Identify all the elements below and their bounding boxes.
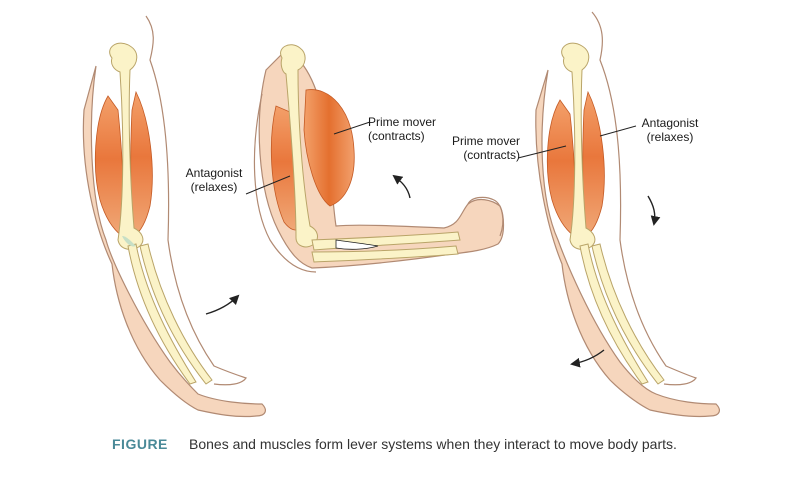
leader-prime-mover-middle — [333, 121, 371, 135]
right-ulna — [591, 243, 665, 385]
left-arm-extended — [82, 15, 266, 418]
prime-mover-right-label: Prime mover (contracts) — [440, 134, 520, 162]
right-antagonist-muscle — [582, 90, 605, 237]
left-ulna — [139, 243, 213, 385]
right-prime-mover-muscle — [546, 99, 577, 237]
antagonist-left-line1: Antagonist — [185, 166, 243, 180]
left-arm-skin — [82, 65, 266, 418]
prime-mover-middle-line2: (contracts) — [368, 129, 425, 143]
middle-arm-back-outline — [253, 93, 317, 273]
leader-antagonist-left — [245, 175, 291, 195]
figure-tag: FIGURE — [112, 436, 168, 452]
prime-mover-right-line1: Prime mover — [451, 134, 520, 148]
figure-caption: FIGURE Bones and muscles form lever syst… — [112, 436, 772, 456]
prime-mover-right-line2: (contracts) — [463, 148, 520, 162]
right-arm-shoulder-outline — [591, 11, 697, 386]
antagonist-left-line2: (relaxes) — [190, 180, 238, 194]
middle-tendon — [335, 239, 379, 250]
prime-mover-middle-label: Prime mover (contracts) — [368, 115, 448, 143]
leader-antagonist-right — [599, 125, 637, 137]
left-humerus — [109, 42, 144, 250]
right-humerus — [561, 42, 596, 250]
right-arrow-bottom — [570, 349, 605, 368]
antagonist-right-line2: (relaxes) — [646, 130, 694, 144]
left-arm-shoulder-outline — [145, 15, 247, 386]
right-arrow-top — [647, 195, 661, 226]
prime-mover-middle-line1: Prime mover — [368, 115, 437, 129]
antagonist-left-label: Antagonist (relaxes) — [178, 166, 250, 194]
left-prime-mover-muscle — [130, 90, 153, 237]
antagonist-right-line1: Antagonist — [641, 116, 699, 130]
left-antagonist-muscle — [94, 95, 125, 237]
middle-prime-mover-muscle — [303, 89, 355, 207]
right-arm-extending — [535, 11, 720, 418]
left-arrow — [205, 294, 240, 315]
right-radius — [579, 243, 649, 385]
left-radius — [127, 243, 197, 385]
antagonist-right-label: Antagonist (relaxes) — [634, 116, 706, 144]
leader-prime-mover-right — [517, 145, 567, 159]
middle-humerus — [280, 44, 318, 248]
figure-caption-text: Bones and muscles form lever systems whe… — [189, 436, 677, 452]
left-tendon — [122, 236, 136, 247]
middle-fist — [467, 196, 504, 237]
middle-ulna — [311, 245, 459, 263]
middle-arm-flexed — [253, 44, 505, 273]
middle-arrow — [392, 174, 411, 199]
right-arm-skin — [535, 69, 720, 418]
